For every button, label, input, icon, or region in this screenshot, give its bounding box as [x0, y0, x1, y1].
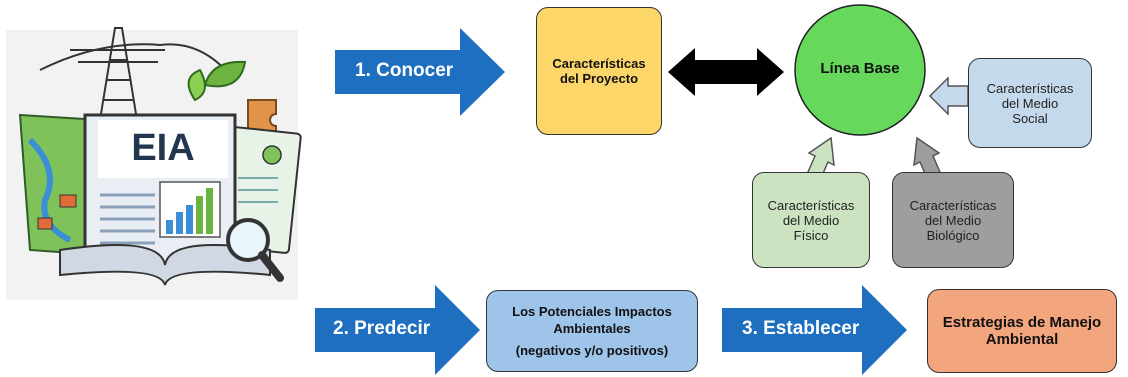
double-arrow-icon — [668, 48, 784, 96]
fisico-line-2: del Medio — [782, 212, 840, 228]
biologico-box: Características del Medio Biológico — [892, 172, 1014, 268]
establecer-arrow — [722, 285, 907, 375]
social-line-2: del Medio — [1001, 95, 1059, 111]
proyecto-box: Características del Proyecto — [536, 7, 662, 135]
impactos-line-1: Los Potenciales Impactos — [512, 303, 672, 319]
linea-base-label: Línea Base — [820, 60, 900, 77]
leaf-icon — [187, 60, 247, 102]
map-icon — [18, 113, 101, 257]
fisico-line-3: Físico — [793, 227, 829, 243]
power-tower-icon — [39, 27, 231, 121]
estrategias-line-2: Ambiental — [985, 331, 1059, 348]
conocer-label: 1. Conocer — [355, 60, 454, 81]
linea-base-circle — [794, 4, 926, 136]
fisico-box: Características del Medio Físico — [752, 172, 870, 268]
estrategias-box: Estrategias de Manejo Ambiental — [927, 289, 1117, 373]
doc-title: EIA — [131, 127, 194, 169]
predecir-arrow — [315, 285, 480, 375]
biologico-line-2: del Medio — [924, 212, 982, 228]
impactos-box: Los Potenciales Impactos Ambientales (ne… — [486, 290, 698, 372]
establecer-label: 3. Establecer — [742, 318, 860, 339]
eia-illustration: EIA — [6, 27, 302, 300]
fisico-line-1: Características — [767, 197, 855, 213]
biologico-line-1: Características — [909, 197, 997, 213]
conocer-arrow — [335, 28, 505, 116]
eia-document-icon — [59, 113, 271, 286]
social-to-linea-arrow — [928, 76, 969, 116]
predecir-label: 2. Predecir — [333, 318, 431, 339]
social-line-1: Características — [986, 80, 1074, 96]
magnifier-icon — [226, 218, 284, 282]
impactos-line-3: (negativos y/o positivos) — [515, 342, 669, 358]
biologico-line-3: Biológico — [926, 227, 980, 243]
social-line-3: Social — [1012, 110, 1048, 126]
social-box: Características del Medio Social — [968, 58, 1092, 148]
proyecto-line-1: Características — [552, 56, 646, 71]
impactos-line-2: Ambientales — [553, 321, 631, 337]
estrategias-line-1: Estrategias de Manejo — [942, 314, 1102, 331]
proyecto-line-2: del Proyecto — [559, 71, 639, 86]
